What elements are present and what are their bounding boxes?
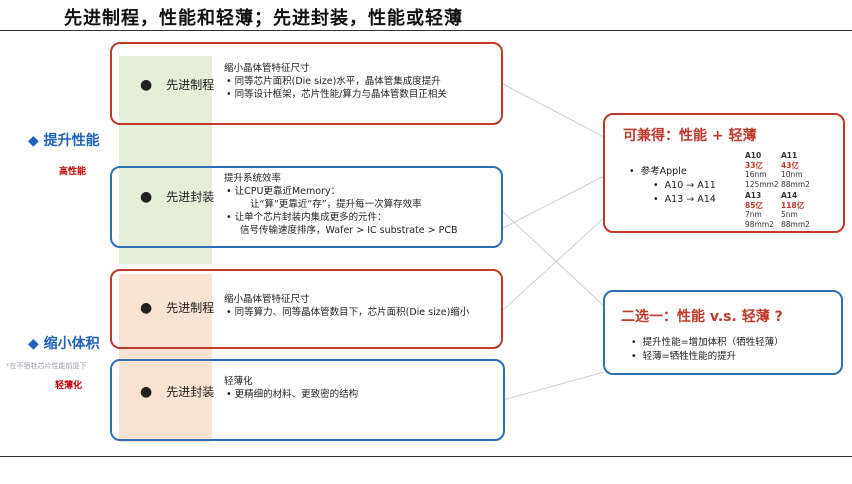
row-details: 提升系统效率 让CPU更靠近Memory： 让“算”更靠近“存”，提升每一次算存… [224,172,458,237]
top-rule [0,30,852,31]
row-category: ●先进封装 [140,189,215,205]
detail-bullet: 同等芯片面积(Die size)水平，晶体管集成度提升 [224,75,447,88]
detail-bullet: 更精细的材料、更致密的结构 [224,388,359,401]
detail-bullet: 同等设计框架，芯片性能/算力与晶体管数目正相关 [224,88,447,101]
page-title: 先进制程，性能和轻薄；先进封装，性能或轻薄 [64,8,463,29]
row-category: ●先进制程 [140,77,215,93]
row-advanced-packaging-size: ●先进封装 轻薄化 更精细的材料、更致密的结构 [110,359,505,441]
detail-bullet: 同等算力、同等晶体管数目下，芯片面积(Die size)缩小 [224,306,470,319]
bullet-dot-icon: ● [140,384,153,400]
comparison-a13-a14: • A13 → A14 [653,194,716,205]
detail-bullet: 让单个芯片封装内集成更多的元件： [224,211,458,224]
row-advanced-process-size: ●先进制程 缩小晶体管特征尺寸 同等算力、同等晶体管数目下，芯片面积(Die s… [110,269,503,349]
row-category: ●先进封装 [140,384,215,400]
row-advanced-packaging-performance: ●先进封装 提升系统效率 让CPU更靠近Memory： 让“算”更靠近“存”，提… [110,166,503,248]
size-footnote: *在不牺牲芯片性能前提下 [6,362,87,370]
reference-label: • 参考Apple [629,166,687,177]
detail-heading: 缩小晶体管特征尺寸 [224,63,310,74]
row-details: 轻薄化 更精细的材料、更致密的结构 [224,375,358,401]
callout-title: 可兼得：性能 + 轻薄 [623,128,757,144]
row-category: ●先进制程 [140,300,215,316]
spec-column-a14: A14 118亿 5nm 88mm2 [781,191,810,229]
detail-heading: 提升系统效率 [224,173,282,184]
callout-title: 二选一：性能 v.s. 轻薄 ? [621,309,783,325]
bullet-dot-icon: ● [140,189,153,205]
detail-heading: 轻薄化 [224,376,253,387]
performance-heading: ◆ 提升性能 [28,133,100,149]
performance-band [119,56,212,264]
row-advanced-process-performance: ●先进制程 缩小晶体管特征尺寸 同等芯片面积(Die size)水平，晶体管集成… [110,42,503,125]
size-heading: ◆ 缩小体积 [28,336,100,352]
row-details: 缩小晶体管特征尺寸 同等芯片面积(Die size)水平，晶体管集成度提升 同等… [224,62,447,101]
size-subtitle: 轻薄化 [55,381,83,391]
performance-subtitle: 高性能 [59,167,87,177]
spec-column-a13: A13 85亿 7nm 98mm2 [745,191,774,229]
tradeoff-bullets: • 提升性能=增加体积（牺牲轻薄） • 轻薄=牺牲性能的提升 [631,336,784,364]
callout-both-achievable: 可兼得：性能 + 轻薄 • 参考Apple • A10 → A11 • A13 … [603,113,845,233]
detail-heading: 缩小晶体管特征尺寸 [224,294,310,305]
bullet-dot-icon: ● [140,300,153,316]
spec-column-a10: A10 33亿 16nm 125mm2 [745,151,779,189]
spec-column-a11: A11 43亿 10nm 88mm2 [781,151,810,189]
comparison-a10-a11: • A10 → A11 [653,180,716,191]
detail-subline: 信号传输速度排序，Wafer > IC substrate > PCB [240,225,458,236]
bottom-rule [0,456,852,457]
detail-subline: 让“算”更靠近“存”，提升每一次算存效率 [250,199,422,210]
row-details: 缩小晶体管特征尺寸 同等算力、同等晶体管数目下，芯片面积(Die size)缩小 [224,293,469,319]
size-band [119,274,212,442]
bullet-dot-icon: ● [140,77,153,93]
detail-bullet: 让CPU更靠近Memory： [224,185,458,198]
callout-tradeoff: 二选一：性能 v.s. 轻薄 ? • 提升性能=增加体积（牺牲轻薄） • 轻薄=… [603,290,843,375]
tradeoff-bullet: • 轻薄=牺牲性能的提升 [631,351,737,362]
apple-reference: • 参考Apple • A10 → A11 • A13 → A14 [629,165,716,207]
tradeoff-bullet: • 提升性能=增加体积（牺牲轻薄） [631,337,784,348]
